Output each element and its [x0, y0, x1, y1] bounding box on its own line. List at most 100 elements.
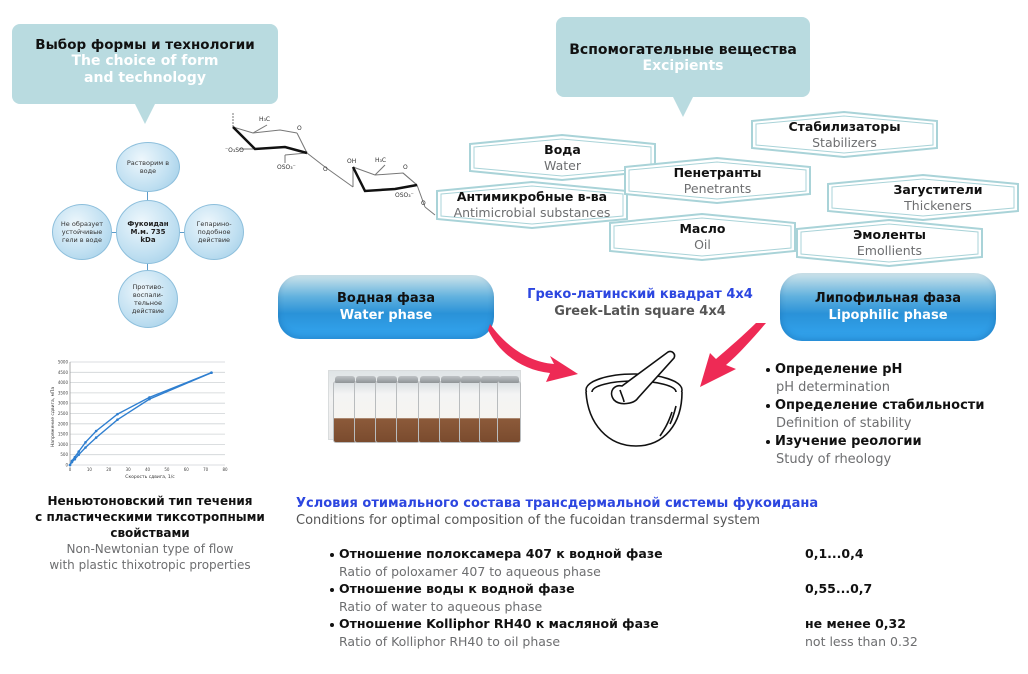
circle-text: kDa: [140, 236, 156, 244]
bullet-icon: [330, 622, 334, 627]
design-ru: Греко-латинский квадрат 4x4: [527, 287, 753, 302]
circle-text: подобное: [197, 228, 231, 236]
excipients-bubble-tail: [673, 97, 693, 117]
hexagon-outline: [796, 218, 983, 268]
molecule-label: ⁻O₃SO: [225, 147, 244, 154]
hexagon-outline: [436, 180, 628, 230]
lipophilic-phase-ru: Липофильная фаза: [814, 291, 962, 306]
lipophilic-phase-box: Липофильная фаза Lipophilic phase: [780, 273, 996, 341]
study-en: pH determination: [776, 380, 891, 395]
study-en: Study of rheology: [776, 452, 892, 467]
excipient-en: Antimicrobial substances: [453, 205, 611, 220]
study-ru: Определение стабильности: [775, 398, 985, 413]
chart-point: [77, 450, 81, 453]
excipient-en: Stabilizers: [812, 134, 877, 150]
bond: [252, 124, 268, 134]
condition-item: Отношение Kolliphor RH40 к масляной фазе…: [330, 615, 780, 650]
vials-photo: [328, 370, 521, 443]
excipient-en: Oil: [694, 237, 711, 252]
pestle: [610, 350, 676, 405]
excipient-ru: Вода: [544, 141, 581, 157]
condition-value: 0,55...0,7: [805, 580, 1005, 615]
chart-point: [70, 460, 74, 464]
circle-text: Не образует: [60, 220, 104, 228]
circle-text: воспали-: [132, 291, 164, 299]
study-ru: Изучение реологии: [775, 434, 922, 449]
conditions-title-ru: Условия отимального состава трансдермаль…: [296, 496, 819, 511]
conditions-title-en: Conditions for optimal composition of th…: [296, 513, 761, 528]
chart-point: [116, 412, 119, 416]
circle-text: Растворим в: [126, 159, 170, 167]
conditions-list: Отношение полоксамера 407 к водной фазе …: [330, 545, 780, 650]
chart-xtick-label: 70: [203, 467, 209, 472]
chart-point: [73, 457, 77, 461]
vial: [497, 376, 521, 443]
fucoidan-molecule-structure: H₃C O ⁻O₃SO OSO₃⁻ O OH H₃C O OSO₃⁻ O: [225, 113, 436, 216]
condition-ru: Отношение полоксамера 407 к водной фазе: [339, 546, 663, 561]
study-item: Изучение реологии Study of rheology: [766, 432, 1028, 468]
condition-value: не менее 0,32 not less than 0.32: [805, 615, 1005, 650]
hexagon-outline: [609, 212, 796, 262]
design-en: Greek-Latin square 4x4: [554, 304, 726, 319]
chart-xtick-label: 50: [164, 467, 170, 472]
excipient-en: Penetrants: [683, 180, 752, 196]
rheology-caption: Неньютоновский тип течения с пластически…: [10, 493, 290, 573]
condition-value-ru: 0,55...0,7: [805, 581, 873, 596]
excipient-ru: Загустители: [893, 181, 983, 197]
circle-text: устойчивые: [61, 228, 103, 236]
molecule-label: O: [297, 125, 302, 132]
condition-value-ru: 0,1...0,4: [805, 546, 864, 561]
form-bubble-tail: [135, 104, 155, 124]
excipients-bubble-en: Excipients: [642, 58, 724, 74]
bond: [374, 164, 386, 176]
excipients-bubble-ru: Вспомогательные вещества: [569, 42, 797, 58]
pestle-detail: [619, 389, 625, 403]
studies-list: Определение pH pH determination Определе…: [766, 360, 1028, 468]
condition-value-ru: не менее 0,32: [805, 616, 906, 631]
molecule-label: OSO₃⁻: [395, 192, 414, 199]
study-item: Определение pH pH determination: [766, 360, 1028, 396]
vial: [396, 376, 420, 443]
study-item: Определение стабильности Definition of s…: [766, 396, 1028, 432]
excipient-ru: Стабилизаторы: [788, 118, 901, 134]
molecule-label: OSO₃⁻: [277, 164, 296, 171]
lipophilic-phase-en: Lipophilic phase: [828, 308, 948, 323]
bond: [424, 206, 436, 216]
molecule-label: O: [403, 164, 408, 171]
molecule-label: OH: [347, 158, 356, 165]
circle-text: Противо-: [132, 283, 164, 291]
chart-point: [77, 453, 81, 456]
molecule-label: H₃C: [259, 116, 270, 123]
bullet-icon: [766, 367, 770, 372]
rheology-caption-en-1: Non-Newtonian type of flow: [66, 542, 234, 556]
chart-series-line-up: [69, 372, 212, 466]
chart-ytick-label: 3500: [58, 390, 69, 395]
chart-xtick-label: 60: [184, 467, 190, 472]
hexagon-outline: [827, 173, 1019, 222]
chart-point: [210, 371, 213, 375]
chart-ytick-label: 1500: [58, 432, 69, 437]
excipient-en: Thickeners: [904, 197, 972, 213]
condition-en: Ratio of water to aqueous phase: [339, 599, 543, 614]
chart-ytick-label: 4500: [58, 370, 69, 375]
form-bubble-en-2: and technology: [84, 70, 206, 86]
circle-text: действие: [131, 307, 165, 315]
chart-ytick-label: 3000: [58, 401, 69, 406]
rheology-chart: 0500100015002000250030003500400045005000…: [50, 360, 228, 481]
condition-en: Ratio of poloxamer 407 to aqueous phase: [339, 564, 601, 579]
rheology-caption-ru-3: свойствами: [110, 526, 190, 540]
arrow-left-icon: [488, 324, 578, 382]
circle-text: гели в воде: [61, 236, 103, 244]
excipient-ru: Масло: [679, 221, 726, 236]
arrow-right-icon: [700, 323, 766, 387]
rheology-caption-en-2: with plastic thixotropic properties: [49, 558, 251, 572]
vial: [418, 376, 442, 443]
chart-xtick-label: 0: [69, 467, 72, 472]
chart-ytick-label: 4000: [58, 380, 69, 385]
